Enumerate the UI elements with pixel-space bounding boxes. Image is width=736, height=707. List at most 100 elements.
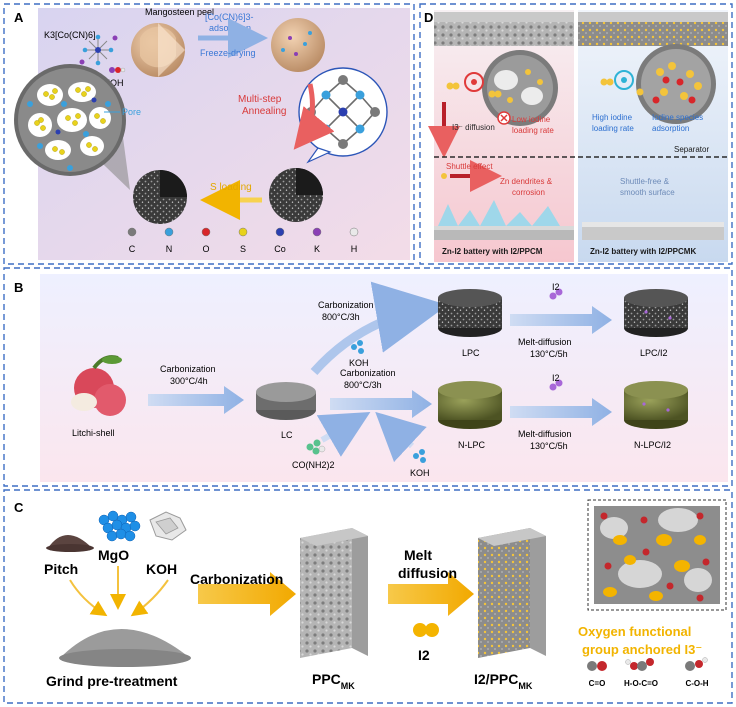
sulfur-loaded-sphere [133, 170, 187, 224]
multistep-label: Multi-step [238, 94, 282, 105]
oxygen-group-zoom-inset [588, 500, 726, 610]
i2ppc-label-sub: MK [518, 681, 532, 691]
koh-flakes [150, 512, 186, 540]
lpc-i2-label: LPC/I2 [640, 348, 668, 358]
panel-d-letter: D [424, 10, 433, 25]
panel-a-letter: A [14, 10, 24, 25]
panel-b: B Litchi-shell Carbonization 300°C/4h LC… [4, 268, 732, 486]
koh-arrow [134, 580, 168, 614]
legend-label-o: O [202, 244, 209, 254]
low-iodine-label-1: Low iodine [512, 115, 551, 124]
legend-label-s: S [240, 244, 246, 254]
legend-swatch-n [165, 228, 173, 236]
carboxyl-group-icon [626, 658, 655, 671]
legend-swatch-c [128, 228, 136, 236]
lpc-label: LPC [462, 348, 480, 358]
mgo-cluster [99, 511, 140, 541]
nlpc-i2-block [624, 381, 688, 429]
koh-label-c: KOH [146, 561, 177, 577]
grind-label: Grind pre-treatment [46, 673, 178, 689]
functional-group-label-0: C=O [589, 679, 606, 688]
legend-label-k: K [314, 244, 320, 254]
carbonyl-group-icon [587, 661, 607, 671]
iodine-species-label-1: Iodine species [652, 113, 703, 122]
diffusion-label: diffusion [398, 565, 457, 581]
melt-up-cond: 130°C/5h [530, 349, 568, 359]
carbonized-sphere [269, 168, 323, 222]
mgo-label: MgO [98, 547, 129, 563]
pitch-arrow [70, 580, 104, 614]
iodine-species-label-2: adsorption [652, 124, 689, 133]
i2ppc-label: I2/PPCMK [474, 671, 533, 691]
low-iodine-label-2: loading rate [512, 126, 554, 135]
oxygen-label-2: group anchored I3⁻ [582, 642, 702, 657]
hydroxyl-group-icon [685, 658, 708, 672]
carb-mid-cond: 800°C/3h [344, 380, 382, 390]
zn-dendrites-label-1: Zn dendrites & [500, 177, 553, 186]
battery-right-label: Zn-I2 battery with I2/PPCMK [590, 247, 696, 256]
i2-molecule-c [413, 623, 439, 637]
koh-molecule [109, 67, 125, 73]
separator-label: Separator [674, 145, 709, 154]
battery-left-label: Zn-I2 battery with I2/PPCM [442, 247, 543, 256]
carb-up-cond: 800°C/3h [322, 312, 360, 322]
ppc-label-sub: MK [341, 681, 355, 691]
legend-swatch-s [239, 228, 247, 236]
carbonization-label-c: Carbonization [190, 571, 283, 587]
pitch-pile [46, 535, 94, 552]
legend-swatch-co [276, 228, 284, 236]
melt-up-label: Melt-diffusion [518, 337, 571, 347]
freeze-drying-label: Freeze-drying [200, 48, 256, 58]
mangosteen-label: Mangosteen peel [145, 7, 214, 17]
right-zoom-bubble [636, 44, 716, 124]
lc-label: LC [281, 430, 293, 440]
i2-ppc-block [478, 528, 546, 658]
legend-swatch-k [313, 228, 321, 236]
shuttle-free-label-2: smooth surface [620, 188, 675, 197]
ppc-label-main: PPC [312, 671, 341, 687]
koh-up-label: KOH [349, 358, 369, 368]
i3-diffusion-label: I3⁻ diffusion [452, 123, 495, 132]
panel-a: A K3[Co(CN)6] KOH Mangosteen peel [Co(CN… [4, 4, 414, 264]
i2-low-label: I2 [552, 373, 560, 383]
oxygen-label-1: Oxygen functional [578, 624, 691, 639]
zn-dendrites-label-2: corrosion [512, 188, 545, 197]
litchi-label: Litchi-shell [72, 428, 115, 438]
panel-b-letter: B [14, 280, 23, 295]
nlpc-block [438, 381, 502, 429]
panel-d: D I3⁻ diffusion Low iodine [420, 4, 732, 264]
urea-label: CO(NH2)2 [292, 460, 335, 470]
adsorption-label: adsorption [209, 23, 251, 33]
shuttle-free-label-1: Shuttle-free & [620, 177, 670, 186]
adsorption-ion-label: [Co(CN)6]3- [205, 12, 254, 22]
i2ppc-label-main: I2/PPC [474, 671, 518, 687]
legend-swatch-h [350, 228, 358, 236]
lpc-block [438, 289, 502, 337]
ground-powder-pile [59, 629, 191, 667]
legend-label-c: C [129, 244, 136, 254]
lpc-i2-block [624, 289, 688, 337]
high-iodine-label-2: loading rate [592, 124, 634, 133]
mangosteen-peel-shell [131, 23, 185, 77]
carb-up-label: Carbonization [318, 300, 374, 310]
pitch-label: Pitch [44, 561, 78, 577]
i2-label-c: I2 [418, 647, 430, 663]
legend-label-h: H [351, 244, 358, 254]
legend-label-n: N [166, 244, 173, 254]
melt-label: Melt [404, 547, 432, 563]
carb-mid-label: Carbonization [340, 368, 396, 378]
carb1-cond: 300°C/4h [170, 376, 208, 386]
panel-c-letter: C [14, 500, 24, 515]
pore-label: Pore [122, 107, 141, 117]
s-loading-label: S loading [210, 182, 252, 193]
ppc-block [300, 528, 368, 658]
right-zn-anode [582, 222, 724, 240]
shuttle-effect-label: Shuttle effect [446, 162, 493, 171]
legend-label-co: Co [274, 244, 286, 254]
panel-c: C Pitch MgO KOH Grind pre-treatment [4, 490, 732, 703]
annealing-label: Annealing [242, 106, 286, 117]
loaded-shell [271, 18, 325, 72]
melt-low-label: Melt-diffusion [518, 429, 571, 439]
